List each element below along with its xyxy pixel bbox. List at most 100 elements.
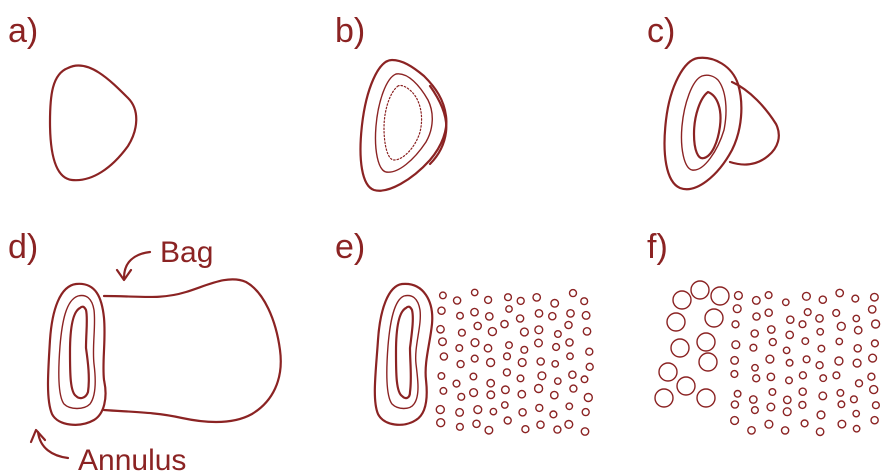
droplet: [838, 420, 846, 428]
droplet: [765, 420, 773, 428]
droplet: [535, 310, 542, 317]
droplet: [538, 372, 546, 380]
droplet: [570, 385, 577, 392]
droplet: [505, 294, 512, 301]
droplet: [535, 339, 543, 347]
droplet: [437, 419, 445, 427]
large-droplet: [667, 313, 685, 331]
panel-label-b: b): [335, 12, 365, 50]
droplet: [819, 296, 826, 303]
droplet: [731, 371, 738, 378]
droplet: [586, 363, 593, 370]
droplet: [835, 357, 843, 365]
droplet: [502, 386, 510, 394]
droplet: [803, 356, 810, 363]
droplet: [868, 373, 875, 380]
droplets-e: [436, 289, 593, 435]
droplet: [549, 313, 556, 320]
droplet: [501, 321, 508, 328]
droplet: [458, 393, 465, 400]
droplet: [522, 426, 529, 433]
droplet: [436, 406, 444, 414]
panel-e-bag-breakup: [375, 284, 593, 435]
droplet: [782, 427, 789, 434]
droplet: [872, 320, 880, 328]
droplet: [786, 377, 793, 384]
droplet: [566, 339, 573, 346]
droplet: [799, 401, 806, 408]
droplet: [567, 353, 573, 359]
droplet: [569, 371, 576, 378]
droplet: [869, 306, 876, 313]
droplet: [459, 329, 466, 336]
droplet: [537, 358, 544, 365]
droplet: [872, 340, 879, 347]
droplet: [490, 408, 496, 414]
droplet: [767, 373, 774, 380]
droplet: [748, 427, 755, 434]
droplet: [733, 305, 741, 313]
droplet: [853, 315, 859, 321]
droplet: [570, 290, 577, 297]
droplet: [582, 409, 589, 416]
droplet: [799, 321, 806, 328]
droplet: [817, 411, 825, 419]
droplet: [767, 403, 775, 411]
droplet: [753, 297, 761, 305]
large-droplet: [705, 309, 723, 327]
droplet: [769, 389, 776, 396]
droplet: [502, 402, 508, 408]
droplet: [799, 388, 806, 395]
droplet: [584, 394, 592, 402]
droplet: [870, 386, 878, 394]
droplet: [504, 417, 511, 424]
large-droplet: [673, 291, 691, 309]
droplet: [871, 293, 879, 301]
droplet: [753, 375, 760, 382]
droplet: [487, 391, 495, 399]
droplet: [536, 404, 543, 411]
droplet: [533, 294, 540, 301]
droplets-f-large: [655, 281, 729, 407]
droplet: [816, 315, 823, 322]
droplet: [565, 421, 573, 429]
droplet: [769, 339, 776, 346]
droplet: [734, 391, 741, 398]
droplet: [731, 417, 739, 425]
droplet: [454, 297, 461, 304]
droplet: [731, 357, 739, 365]
droplet: [816, 428, 823, 435]
droplets-f-small: [731, 289, 880, 435]
droplet: [485, 296, 492, 303]
droplet: [503, 369, 510, 376]
droplet: [457, 312, 464, 319]
droplet: [802, 338, 809, 345]
droplet: [783, 347, 789, 353]
droplet: [453, 380, 460, 387]
droplet: [518, 359, 526, 367]
annulus-annotation: Annulus: [31, 430, 186, 472]
droplet: [583, 328, 590, 335]
droplet: [519, 409, 526, 416]
panel-b-disk: [361, 60, 447, 191]
droplet: [735, 292, 743, 300]
droplet: [485, 426, 493, 434]
droplet: [731, 401, 738, 408]
droplet: [488, 328, 496, 336]
droplet: [566, 403, 572, 409]
large-droplet: [697, 333, 715, 351]
droplet: [818, 345, 825, 352]
droplet: [517, 375, 524, 382]
panel-label-f: f): [647, 228, 668, 266]
droplet: [554, 426, 561, 433]
droplet: [567, 310, 574, 317]
droplet: [853, 359, 861, 367]
droplet: [517, 315, 524, 322]
droplet: [506, 342, 513, 349]
droplet: [521, 346, 528, 353]
droplet: [439, 338, 447, 346]
large-droplet: [659, 363, 677, 381]
droplet: [838, 401, 845, 408]
droplet: [487, 380, 494, 387]
